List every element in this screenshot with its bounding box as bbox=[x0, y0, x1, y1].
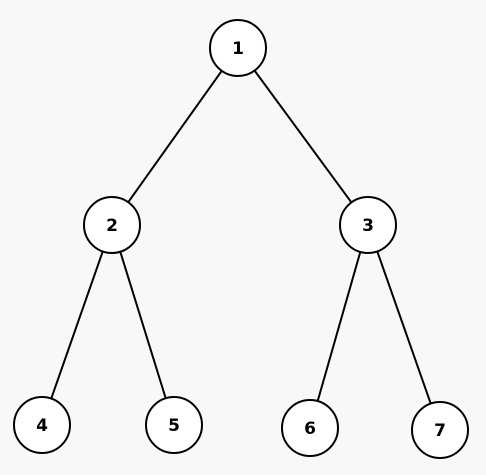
tree-node-2: 2 bbox=[83, 196, 141, 254]
edge-n1-n2 bbox=[127, 70, 223, 203]
node-label: 3 bbox=[362, 216, 374, 236]
node-label: 7 bbox=[434, 421, 446, 441]
tree-node-3: 3 bbox=[339, 196, 397, 254]
node-label: 2 bbox=[106, 216, 118, 236]
node-circle bbox=[411, 401, 469, 459]
node-label: 6 bbox=[304, 419, 316, 439]
edge-n2-n5 bbox=[119, 251, 167, 399]
nodes-layer: 1 2 3 4 5 6 7 bbox=[13, 19, 469, 459]
node-label: 1 bbox=[232, 39, 244, 59]
edge-n2-n4 bbox=[50, 251, 104, 399]
tree-node-4: 4 bbox=[13, 396, 71, 454]
node-circle bbox=[13, 396, 71, 454]
edge-n3-n6 bbox=[316, 251, 362, 402]
edge-n3-n7 bbox=[376, 251, 432, 404]
edge-n1-n3 bbox=[253, 69, 353, 204]
node-label: 4 bbox=[36, 416, 48, 436]
node-circle bbox=[209, 19, 267, 77]
tree-node-5: 5 bbox=[145, 396, 203, 454]
tree-node-1: 1 bbox=[209, 19, 267, 77]
tree-node-7: 7 bbox=[411, 401, 469, 459]
node-circle bbox=[145, 396, 203, 454]
tree-node-6: 6 bbox=[281, 399, 339, 457]
node-circle bbox=[339, 196, 397, 254]
node-circle bbox=[83, 196, 141, 254]
edges-layer bbox=[50, 69, 432, 404]
node-circle bbox=[281, 399, 339, 457]
node-label: 5 bbox=[168, 416, 180, 436]
